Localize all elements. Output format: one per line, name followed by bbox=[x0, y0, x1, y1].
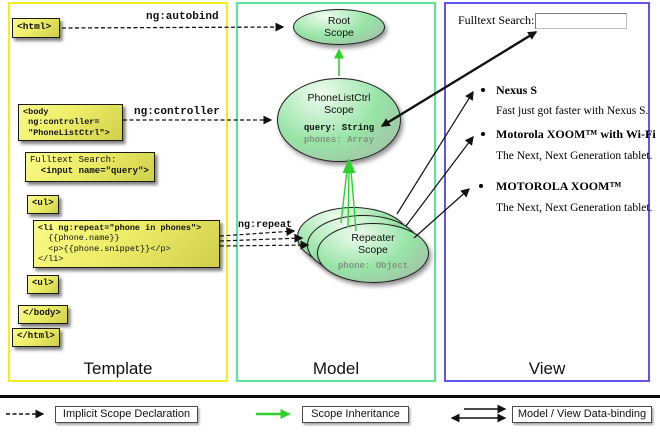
scope-title: Scope bbox=[324, 27, 354, 39]
code-line: {{phone.name}} bbox=[38, 233, 120, 244]
code-ul-close: <ul> bbox=[27, 275, 59, 294]
bullet-icon bbox=[481, 132, 485, 136]
scope-title: Root bbox=[327, 15, 351, 27]
view-item-snippet: The Next, Next Generation tablet. bbox=[496, 202, 653, 214]
code-line: <p>{{phone.snippet}}</p> bbox=[38, 243, 171, 254]
code-html-open: <html> bbox=[12, 18, 60, 38]
code-line: </body> bbox=[23, 308, 61, 318]
fulltext-search-label: Fulltext Search: bbox=[458, 13, 535, 27]
ng-autobind-label: ng:autobind bbox=[146, 11, 219, 23]
code-line: ng:controller= bbox=[23, 117, 100, 128]
template-column bbox=[8, 2, 228, 382]
ng-repeat-label: ng:repeat bbox=[238, 220, 293, 231]
model-column-label: Model bbox=[312, 359, 360, 378]
code-html-close: </html> bbox=[12, 328, 60, 347]
code-line: <body bbox=[23, 107, 49, 117]
search-input[interactable] bbox=[535, 13, 627, 29]
view-item-title: Nexus S bbox=[496, 83, 538, 97]
ng-controller-label: ng:controller bbox=[134, 106, 220, 118]
code-line: "PhoneListCtrl"> bbox=[23, 127, 110, 138]
view-item-title: Motorola XOOM™ with Wi-Fi bbox=[496, 127, 656, 141]
view-item-snippet: The Next, Next Generation tablet. bbox=[496, 150, 653, 162]
bullet-icon bbox=[481, 88, 485, 92]
scope-property-query: query: String bbox=[303, 123, 375, 133]
root-scope-ellipse: Root Scope bbox=[293, 9, 385, 45]
legend-data-binding: Model / View Data-binding bbox=[512, 406, 652, 423]
legend-separator bbox=[0, 395, 660, 398]
code-li-repeat: <li ng:repeat="phone in phones"> {{phone… bbox=[33, 220, 220, 268]
scope-title: Scope bbox=[358, 244, 388, 256]
code-line: <ul> bbox=[32, 278, 54, 288]
legend-implicit-scope: Implicit Scope Declaration bbox=[55, 406, 198, 423]
view-item-snippet: Fast just got faster with Nexus S. bbox=[496, 105, 649, 117]
code-line: Fulltext Search: bbox=[30, 155, 117, 165]
bullet-icon bbox=[479, 184, 483, 188]
code-line: <li ng:repeat="phone in phones"> bbox=[38, 223, 202, 233]
code-fulltext-search: Fulltext Search: <input name="query"> bbox=[25, 152, 155, 182]
view-column-label: View bbox=[528, 359, 566, 378]
code-body-open: <body ng:controller= "PhoneListCtrl"> bbox=[18, 104, 123, 141]
code-line: <html> bbox=[17, 21, 52, 32]
code-body-close: </body> bbox=[18, 305, 68, 324]
code-line: <ul> bbox=[32, 198, 54, 208]
phonelistctrl-scope-ellipse: PhoneListCtrl Scope query: String phones… bbox=[277, 78, 401, 162]
code-line: </html> bbox=[17, 331, 55, 341]
scope-property-phones: phones: Array bbox=[303, 135, 375, 145]
legend-scope-inheritance: Scope Inheritance bbox=[302, 406, 409, 423]
scope-title: PhoneListCtrl bbox=[307, 92, 371, 104]
code-ul-open: <ul> bbox=[27, 195, 59, 214]
scope-property-phone: phone: Object bbox=[337, 261, 409, 271]
template-column-label: Template bbox=[83, 359, 153, 378]
code-line: </li> bbox=[38, 254, 64, 265]
repeater-scope-ellipse-front: Repeater Scope phone: Object bbox=[317, 223, 429, 283]
scope-title: Repeater bbox=[351, 232, 395, 244]
scope-title: Scope bbox=[324, 104, 354, 116]
view-item-title: MOTOROLA XOOM™ bbox=[496, 179, 622, 193]
code-line: <input name="query"> bbox=[30, 165, 149, 176]
model-column bbox=[236, 2, 436, 382]
